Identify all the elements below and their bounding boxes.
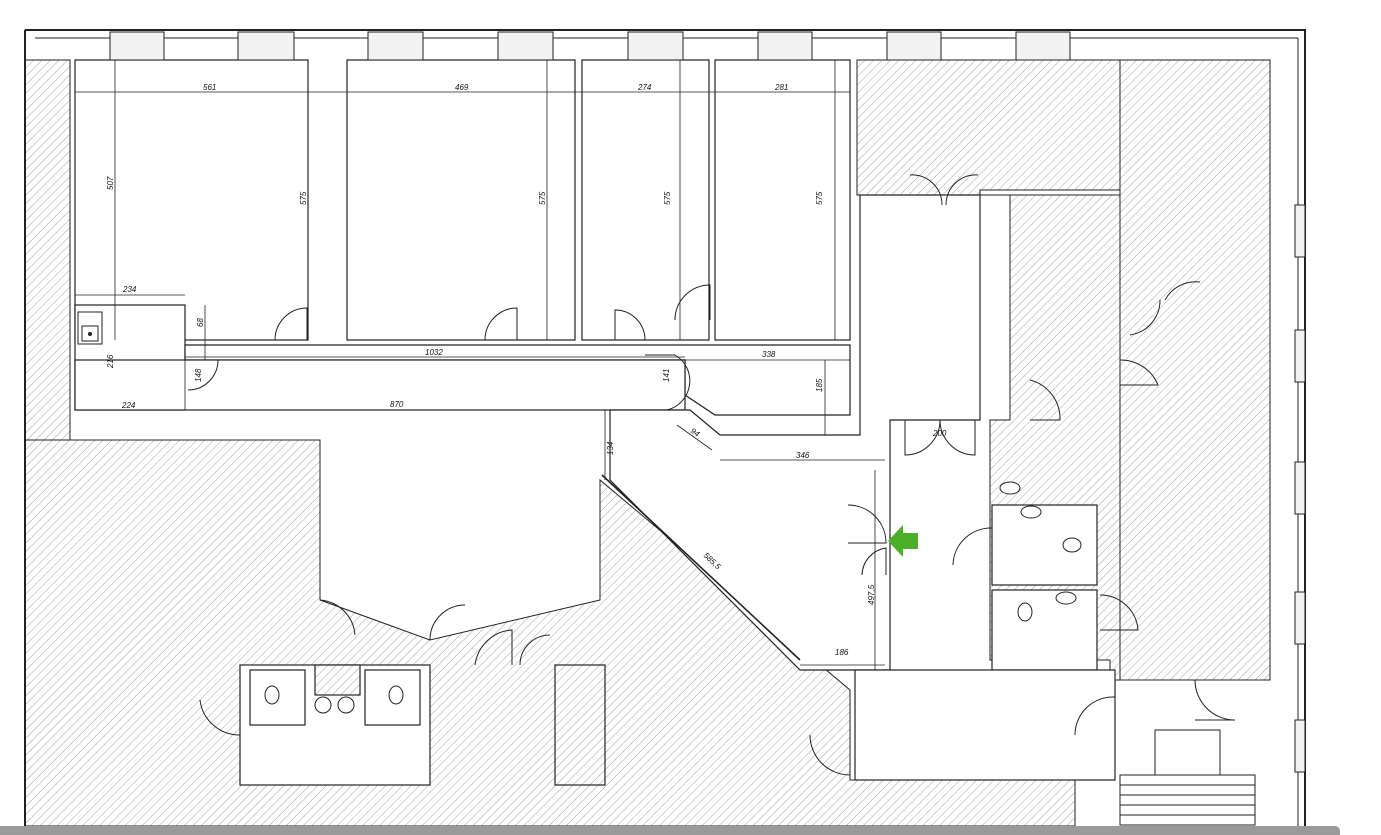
windows-right [1294,204,1306,773]
dim-label: 507 [106,176,115,190]
dimension-lines [75,60,885,670]
dim-label: 200 [932,429,947,438]
hatch-left-wall [24,59,71,441]
dim-label: 575 [815,191,824,205]
dim-label: 185 [815,378,824,392]
dim-label: 281 [774,83,788,92]
room-2 [346,59,576,341]
dim-label: 148 [194,368,203,382]
doors [187,174,1236,781]
dim-label: 234 [122,285,137,294]
dim-label: 497,5 [867,584,876,605]
dim-label: 1032 [425,348,443,357]
dim-label: 575 [299,191,308,205]
dim-label: 134 [606,441,615,455]
hall [609,194,981,671]
dim-label: 224 [121,401,136,410]
dim-label: 561 [203,83,216,92]
horizontal-scrollbar[interactable] [0,826,1340,835]
hatch-lobby-right [1119,59,1271,681]
room-1 [74,59,309,341]
dim-label: 338 [762,350,776,359]
dim-label: 274 [637,83,652,92]
wc-block [239,664,606,786]
restroom-2 [991,589,1098,671]
dim-label: 870 [390,400,404,409]
dim-label: 216 [106,354,115,369]
dim-label: 575 [538,191,547,205]
windows-top [109,31,1071,61]
sink-icon [314,481,1077,714]
room-4 [714,59,851,341]
dim-label: 575 [663,191,672,205]
dim-label: 186 [835,648,849,657]
kitchen-sink-icon [77,311,103,345]
stair-hall [854,669,1116,781]
entrance-arrow-icon[interactable] [888,525,918,557]
dim-label: 346 [796,451,810,460]
room-3 [581,59,710,341]
toilet-icon [264,537,1082,705]
corridor-lower [74,359,686,411]
dim-label: 141 [662,369,671,382]
stairs [1119,729,1256,826]
dim-label: 68 [196,318,205,327]
dim-label: 469 [455,83,469,92]
